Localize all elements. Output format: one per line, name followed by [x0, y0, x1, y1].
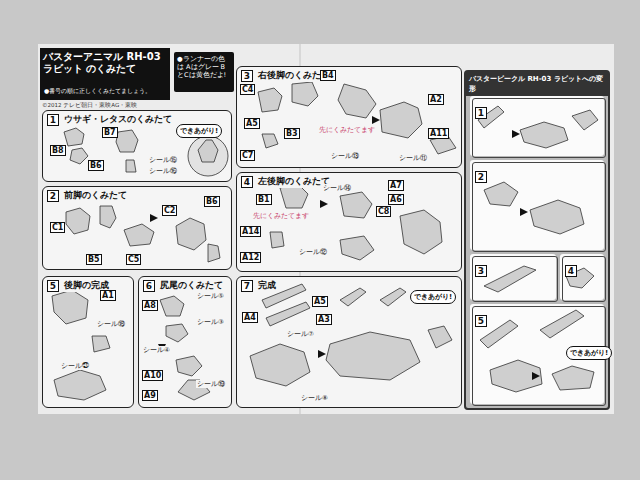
assembly-note: 先にくみたてます	[252, 212, 310, 221]
panel-heading: バスタービークル RH-03 ラビットへの変形	[466, 72, 608, 96]
step-number: 5	[475, 315, 487, 327]
transform-step: 2	[472, 162, 606, 252]
step-number: 4	[241, 176, 253, 188]
part-number: B1	[256, 194, 272, 205]
transform-step: 1	[472, 98, 606, 158]
sticker-number: シール⑫	[298, 248, 328, 256]
part-number: B6	[204, 196, 220, 207]
sticker-number: シール④	[142, 346, 171, 354]
step-number: 4	[565, 265, 577, 277]
done-burst: できあがり!	[410, 290, 456, 304]
transform-step: 3	[472, 256, 558, 302]
part-number: B3	[284, 128, 300, 139]
assembly-note: 先にくみたてます	[318, 126, 376, 135]
step-number: 2	[475, 171, 487, 183]
part-number: A6	[388, 194, 404, 205]
part-number: B6	[88, 160, 104, 171]
sticker-number: シール⑬	[330, 152, 360, 160]
step-number: 2	[47, 190, 59, 202]
step-panel: 5後脚の完成	[42, 276, 134, 408]
part-number: A1	[100, 290, 116, 301]
step-number: 1	[47, 114, 59, 126]
step-number: 1	[475, 107, 487, 119]
part-number: A5	[312, 296, 328, 307]
part-number: A5	[244, 118, 260, 129]
sticker-number: シール⑲	[196, 380, 226, 388]
sheet	[38, 44, 614, 414]
done-burst: できあがり!	[176, 124, 222, 138]
step-number: 5	[47, 280, 59, 292]
sticker-number: シール⑮	[148, 156, 178, 164]
sticker-number: シール⑦	[286, 330, 315, 338]
done-burst: できあがり!	[566, 346, 612, 360]
part-number: C2	[162, 205, 177, 216]
note-text: ●ランナーの色は Aはグレー BとCは黄色だよ!	[177, 55, 231, 79]
part-number: A11	[428, 128, 449, 139]
part-number: B8	[50, 145, 66, 156]
panel-heading-row: 2前脚のくみたて	[43, 187, 231, 204]
panel-heading: 完成	[256, 279, 278, 292]
part-number: C8	[376, 206, 391, 217]
part-number: C7	[240, 150, 255, 161]
part-number: A12	[240, 252, 261, 263]
sticker-number: シール③	[196, 318, 225, 326]
part-number: A8	[142, 300, 158, 311]
runner-color-note: ●ランナーの色は Aはグレー BとCは黄色だよ!	[174, 52, 234, 92]
part-number: A2	[428, 94, 444, 105]
sticker-number: シール㉑	[60, 362, 90, 370]
part-number: C5	[126, 254, 141, 265]
sticker-number: シール⑤	[196, 292, 225, 300]
sticker-number: シール⑯	[148, 167, 178, 175]
step-number: 6	[143, 280, 155, 292]
sticker-number: シール⑪	[398, 154, 428, 162]
sticker-number: シール⑧	[300, 394, 329, 402]
sticker-number: シール⑭	[322, 184, 352, 192]
panel-grounds	[42, 66, 462, 408]
part-number: B5	[86, 254, 102, 265]
part-number: A4	[242, 312, 258, 323]
transform-step: 4	[562, 256, 606, 302]
panel-heading: 前脚のくみたて	[62, 189, 129, 202]
part-number: B7	[102, 127, 118, 138]
panel-heading-row: 3右後脚のくみたて	[237, 67, 461, 84]
part-number: A14	[240, 226, 261, 237]
step-number: 3	[475, 265, 487, 277]
part-number: A10	[142, 370, 163, 381]
part-number: A9	[142, 390, 158, 401]
part-number: A3	[316, 314, 332, 325]
part-number: C1	[50, 222, 65, 233]
panel-heading: 左後脚のくみたて	[256, 175, 332, 188]
step-arrows	[150, 116, 540, 380]
part-number: B4	[320, 70, 336, 81]
panel-heading: ウサギ・レタスのくみたて	[62, 113, 174, 126]
copyright-text: ©2012 テレビ朝日・東映AG・東映	[42, 102, 137, 109]
panel-heading: 尻尾のくみたて	[158, 279, 225, 292]
panel-heading-row: 5後脚の完成	[43, 277, 133, 294]
part-number: C4	[240, 84, 255, 95]
step-panel: 1ウサギ・レタスのくみたて	[42, 110, 232, 182]
part-number: A7	[388, 180, 404, 191]
step-number: 7	[241, 280, 253, 292]
instruction-note: ●番号の順に正しくくみたてましょう。	[44, 87, 151, 96]
step-number: 3	[241, 70, 253, 82]
sticker-number: シール⑱	[96, 320, 126, 328]
